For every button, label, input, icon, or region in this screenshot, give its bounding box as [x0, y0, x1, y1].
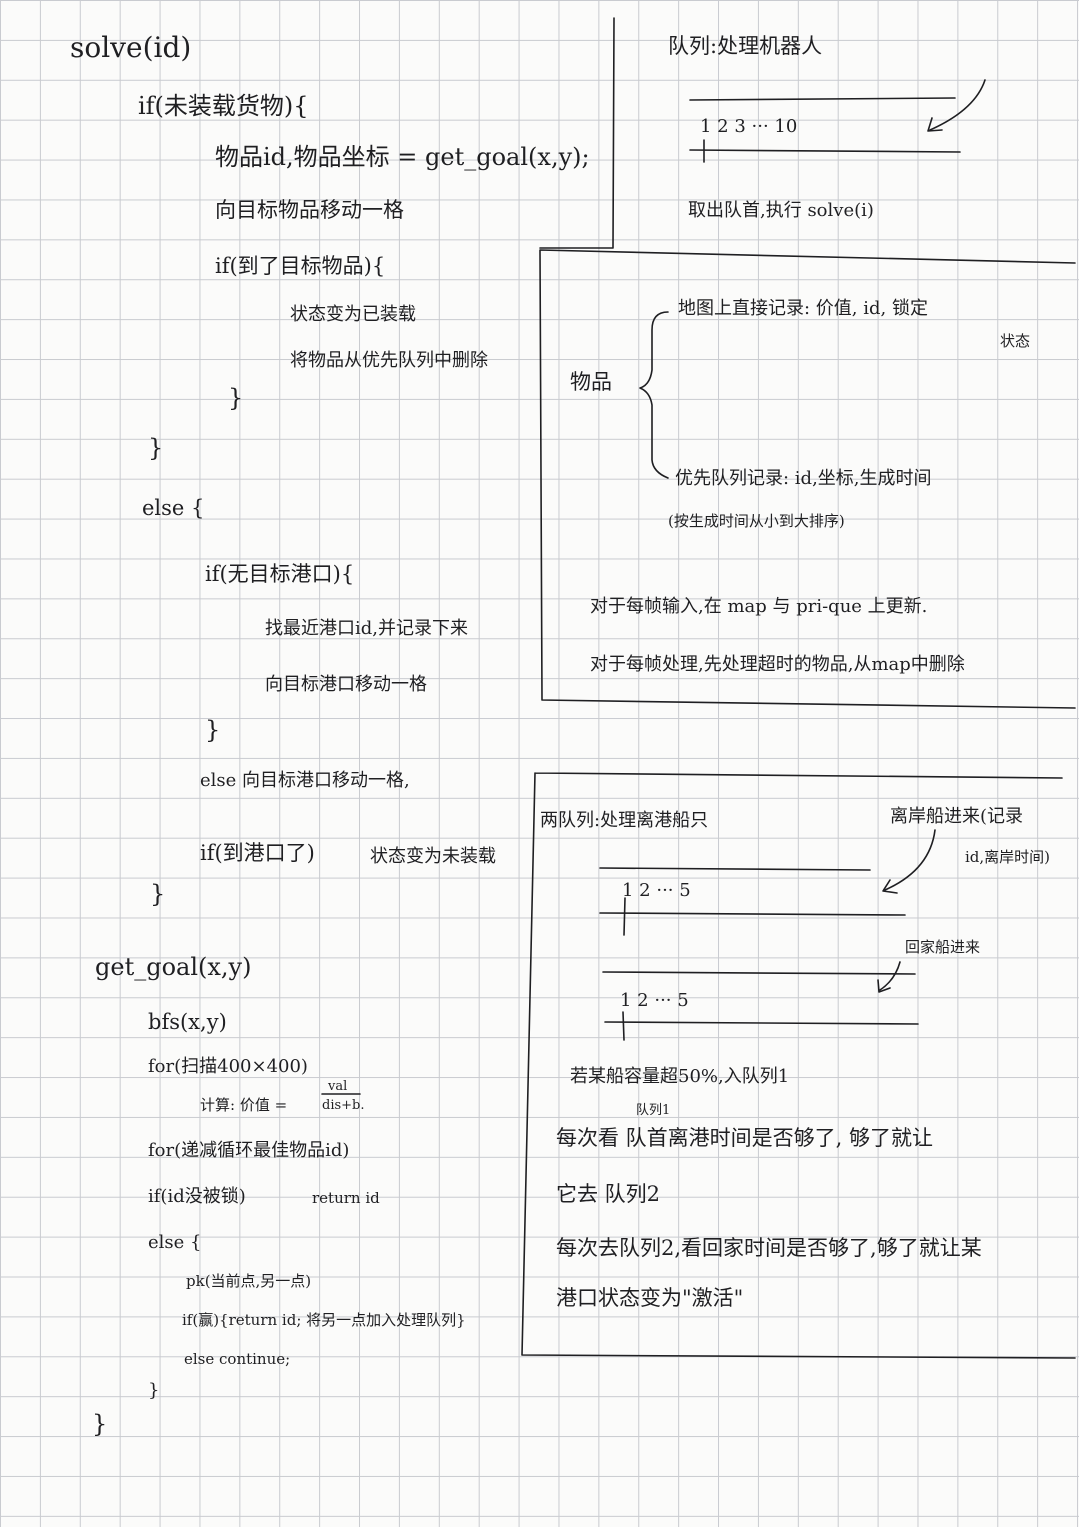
- for-desc: for(递减循环最佳物品id): [148, 1140, 350, 1161]
- solve-header: solve(id): [70, 31, 192, 64]
- ship-queue1-numbers: 1 2 ··· 5: [622, 880, 691, 901]
- pk-call: pk(当前点,另一点): [186, 1272, 312, 1290]
- else-open: else {: [142, 496, 205, 520]
- items-box-outline: [539, 249, 1076, 709]
- robot-take-head: 取出队首,执行 solve(i): [688, 200, 874, 221]
- robot-queue-bottom-line: [689, 149, 961, 153]
- robot-queue-top-line: [689, 97, 956, 101]
- check-head-line-1: 每次看 队首离港时间是否够了, 够了就让: [556, 1126, 934, 1150]
- find-port: 找最近港口id,并记录下来: [265, 618, 468, 639]
- set-unloaded: 状态变为未装载: [370, 846, 496, 867]
- if-no-port: if(无目标港口){: [205, 562, 355, 586]
- robot-queue-numbers: 1 2 3 ··· 10: [700, 116, 798, 137]
- calc-value: 计算: 价值 =: [200, 1096, 288, 1114]
- close-brace-noport: }: [205, 716, 221, 744]
- items-brace: [639, 311, 669, 479]
- close-brace-else-2: }: [148, 1380, 160, 1401]
- ship-queues-title: 两队列:处理离港船只: [540, 810, 709, 831]
- robot-queue-title: 队列:处理机器人: [668, 34, 823, 58]
- items-pq-sort: (按生成时间从小到大排序): [668, 512, 845, 530]
- check-q2-line-1: 每次去队列2,看回家时间是否够了,够了就让某: [556, 1236, 982, 1260]
- depart-arrow: [884, 829, 936, 891]
- remove-item: 将物品从优先队列中删除: [290, 350, 488, 371]
- items-label: 物品: [570, 370, 612, 394]
- close-brace-else: }: [150, 880, 166, 908]
- ship-queue1-tick: [623, 897, 626, 936]
- get-goal-call: 物品id,物品坐标 = get_goal(x,y);: [215, 143, 590, 171]
- close-brace-if: }: [148, 434, 164, 462]
- depart-note-1: 离岸船进来(记录: [890, 806, 1024, 827]
- items-pq-record: 优先队列记录: id,坐标,生成时间: [675, 468, 932, 489]
- fraction-denominator: dis+b.: [322, 1098, 365, 1113]
- if-reach-item: if(到了目标物品){: [215, 254, 386, 278]
- items-per-frame-input: 对于每帧输入,在 map 与 pri-que 上更新.: [590, 596, 928, 617]
- get-goal-header: get_goal(x,y): [95, 953, 252, 981]
- items-per-frame-process: 对于每帧处理,先处理超时的物品,从map中删除: [590, 654, 965, 675]
- ship-queue1-top-line: [599, 867, 871, 871]
- else-move-port: else 向目标港口移动一格,: [200, 770, 410, 791]
- depart-note-2: id,离岸时间): [965, 848, 1051, 866]
- ship-queue2-bottom-line: [604, 1021, 919, 1025]
- robot-arrow: [929, 79, 986, 131]
- robot-arrowhead: [927, 117, 943, 132]
- else-open-2: else {: [148, 1232, 202, 1253]
- if-win: if(赢){return id; 将另一点加入处理队列}: [182, 1311, 466, 1329]
- check-head-line-2: 它去 队列2: [556, 1182, 661, 1206]
- move-to-item: 向目标物品移动一格: [215, 198, 404, 222]
- ship-queue2-tick: [622, 1011, 625, 1041]
- if-not-locked: if(id没被锁): [148, 1186, 246, 1207]
- robot-box-divider: [539, 17, 615, 249]
- ship-queue2-top-line: [602, 971, 916, 975]
- bfs-call: bfs(x,y): [148, 1010, 227, 1034]
- return-arrow: [879, 961, 901, 991]
- close-brace-get-goal: }: [92, 1410, 108, 1438]
- items-map-record-2: 状态: [1000, 332, 1031, 350]
- ship-queue1-bottom-line: [599, 912, 906, 916]
- return-note: 回家船进来: [905, 938, 981, 956]
- return-id: return id: [312, 1189, 380, 1207]
- check-q2-line-2: 港口状态变为"激活": [556, 1286, 744, 1310]
- set-loaded: 状态变为已装载: [290, 304, 416, 325]
- queue1-note: 队列1: [636, 1103, 671, 1118]
- if-reach-port: if(到港口了): [200, 841, 315, 865]
- close-brace-inner: }: [228, 384, 244, 412]
- items-map-record: 地图上直接记录: 价值, id, 锁定: [678, 298, 928, 319]
- cargo-rule: 若某船容量超50%,入队列1: [570, 1066, 790, 1087]
- return-arrowhead: [877, 979, 891, 993]
- fraction-numerator: val: [328, 1079, 348, 1094]
- ship-box-outline: [521, 772, 1076, 1359]
- if-not-loaded: if(未装载货物){: [138, 92, 309, 120]
- ship-queue2-numbers: 1 2 ··· 5: [620, 990, 689, 1011]
- move-to-port: 向目标港口移动一格: [265, 674, 427, 695]
- else-continue: else continue;: [184, 1350, 291, 1368]
- for-scan: for(扫描400×400): [148, 1056, 308, 1077]
- depart-arrowhead: [882, 879, 898, 894]
